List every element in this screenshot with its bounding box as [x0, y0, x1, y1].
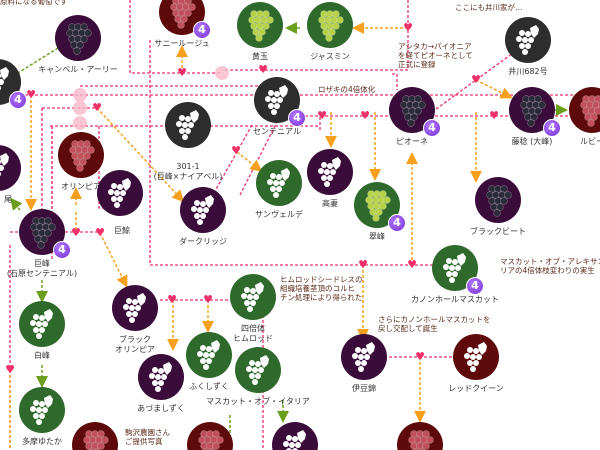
variety-label: 井川682号	[508, 67, 548, 76]
heart-icon: ♥	[360, 108, 370, 122]
variety-fuku-shizuku[interactable]	[186, 332, 232, 378]
variety-label: ブラック オリンピア	[115, 335, 155, 354]
variety-label: サンヴェルデ	[255, 210, 303, 219]
variety-olympia[interactable]	[58, 132, 104, 178]
variety-label: あづましずく	[137, 404, 185, 413]
heart-icon: ♥	[415, 349, 425, 363]
variety-pione[interactable]: 4	[389, 87, 441, 137]
variety-ikawa-682[interactable]	[505, 17, 551, 63]
variety-label: レッドクイーン	[448, 384, 504, 393]
variety-izu-nishiki[interactable]	[341, 334, 387, 380]
heart-icon: ♥	[489, 108, 499, 122]
heart-icon: ♥	[471, 72, 481, 86]
heart-icon: ♥	[403, 20, 413, 34]
variety-label: 白峰	[34, 351, 50, 360]
heart-icon: ♥	[71, 225, 81, 239]
variety-kyoho[interactable]: 4	[19, 209, 71, 259]
variety-black-beat[interactable]	[475, 177, 521, 223]
variety-label: ピオーネ	[396, 137, 428, 146]
variety-label: キャンベル・アーリー	[38, 65, 118, 74]
variety-label: 尾	[4, 195, 12, 204]
variety-bottom-2[interactable]	[187, 422, 233, 450]
heart-icon: ♥	[177, 65, 187, 79]
variety-left-top[interactable]: 4	[0, 59, 27, 109]
tetraploid-badge: 4	[288, 109, 306, 127]
tetraploid-badge: 4	[423, 119, 441, 137]
tetraploid-badge: 4	[466, 277, 484, 295]
heart-icon: ♥	[5, 362, 15, 376]
variety-fujiminori[interactable]: 4	[509, 87, 561, 137]
variety-label: 四倍体 ヒムロッド	[233, 324, 273, 343]
tetraploid-badge: 4	[193, 21, 211, 39]
variety-label: 多摩ゆたか	[22, 437, 62, 446]
heart-icon: ♥	[407, 257, 417, 271]
tetraploid-badge: 4	[9, 91, 27, 109]
tetraploid-badge: 4	[543, 119, 561, 137]
variety-label: 伊豆錦	[352, 384, 376, 393]
variety-label: 巨鯨	[114, 226, 130, 235]
heart-icon: ♥	[26, 87, 36, 101]
heart-icon: ♥	[167, 292, 177, 306]
annotation-note: ここにも井川家が…	[455, 3, 523, 12]
variety-label: 301-1 (巨峰×ナイアベル)	[153, 162, 223, 181]
variety-label: ブラックビート	[470, 227, 526, 236]
tetraploid-badge: 4	[388, 214, 406, 232]
variety-hakuho[interactable]	[19, 301, 65, 347]
heart-icon: ♥	[92, 100, 102, 114]
variety-bottom-4[interactable]	[397, 422, 443, 450]
heart-icon: ♥	[258, 62, 268, 76]
variety-centennial[interactable]: 4	[254, 77, 306, 127]
variety-jasmine[interactable]	[307, 2, 353, 48]
variety-label: ルビー	[580, 137, 600, 146]
variety-label: 黄玉	[252, 52, 268, 61]
variety-label: センテニアル	[253, 127, 301, 136]
variety-label: 藤稔 (大峰)	[511, 137, 553, 146]
variety-label: 巨峰 (石原センテニアル)	[6, 259, 78, 278]
variety-campbell-early[interactable]	[55, 15, 101, 61]
annotation-note: 原料になる葡萄です	[0, 0, 68, 6]
variety-label: 翠峰	[369, 232, 385, 241]
variety-label: オリンピア	[61, 182, 101, 191]
variety-sunny-rouge[interactable]: 4	[159, 0, 211, 39]
annotation-note: さらにカノンホールマスカットを 戻し交配して誕生	[378, 315, 491, 333]
variety-label: サニールージュ	[154, 39, 210, 48]
variety-muscat-italy[interactable]	[235, 347, 281, 393]
variety-tama-yutaka[interactable]	[19, 387, 65, 433]
variety-label: ジャスミン	[310, 52, 350, 61]
variety-suiho[interactable]: 4	[354, 182, 406, 232]
variety-label: 高妻	[322, 199, 338, 208]
variety-bottom-3[interactable]	[272, 422, 318, 450]
variety-canon-hall[interactable]: 4	[432, 245, 484, 295]
heart-icon: ♥	[231, 143, 241, 157]
variety-takatsuma[interactable]	[307, 149, 353, 195]
variety-tetraploid-himrod[interactable]	[230, 274, 276, 320]
variety-label: ダークリッジ	[179, 237, 227, 246]
variety-bottom-1[interactable]	[72, 422, 118, 450]
variety-sun-verde[interactable]	[256, 160, 302, 206]
annotation-note: ヒムロッドシードレスの 組織培養茎頂のコルヒ チン処理により得られた	[280, 275, 363, 302]
variety-label: ふくしずく	[189, 382, 229, 391]
variety-kogyoku[interactable]	[237, 2, 283, 48]
variety-dark-ridge[interactable]	[180, 187, 226, 233]
variety-label: カノンホールマスカット	[411, 295, 499, 304]
annotation-note: アシタカ→パイオニア を経てピオーネとして 正式に登録	[398, 42, 473, 69]
variety-kyogei[interactable]	[97, 170, 143, 216]
heart-icon: ♥	[95, 225, 105, 239]
heart-icon: ♥	[203, 292, 213, 306]
annotation-note: 駒沢農園さん ご提供写真	[125, 428, 170, 446]
heart-icon: ♥	[358, 257, 368, 271]
heart-icon: ♥	[317, 108, 327, 122]
annotation-note: マスカット・オブ・アレキサンド リアの4倍体枝変わりの実生	[500, 257, 600, 275]
tetraploid-badge: 4	[53, 241, 71, 259]
variety-black-olympia[interactable]	[112, 285, 158, 331]
variety-red-queen[interactable]	[453, 334, 499, 380]
annotation-note: ロザキの4倍体化	[318, 85, 376, 94]
variety-ruby[interactable]	[569, 87, 600, 133]
variety-301-1[interactable]	[165, 102, 211, 148]
variety-left-mid[interactable]	[0, 145, 21, 191]
variety-label: マスカット・オブ・イタリア	[206, 397, 310, 406]
variety-azuma-shizuku[interactable]	[138, 354, 184, 400]
